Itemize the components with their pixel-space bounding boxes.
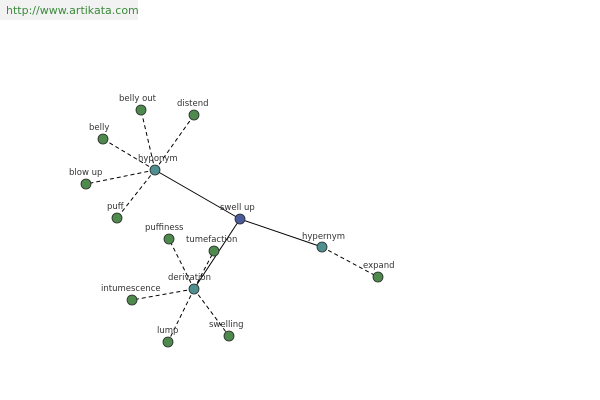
edge-derivation-lump [167,288,195,343]
node-dot-expand[interactable] [372,271,384,283]
node-label-hyponym: hyponym [138,154,178,164]
node-label-intumescence: intumescence [101,284,161,294]
node-dot-intumescence[interactable] [126,294,138,306]
node-label-tumefaction: tumefaction [186,235,237,245]
node-label-puffiness: puffiness [145,223,184,233]
node-dot-blow-up[interactable] [80,178,92,190]
node-label-swell-up: swell up [220,203,255,213]
edge-hyponym-belly [102,138,156,171]
node-label-swelling: swelling [209,320,243,330]
node-dot-derivation[interactable] [188,283,200,295]
node-derivation[interactable]: derivation [168,273,211,295]
edge-swell-up-hyponym [154,169,241,220]
edge-hyponym-belly-out [140,109,156,171]
node-dot-lump[interactable] [162,336,174,348]
node-label-expand: expand [363,261,395,271]
node-swell-up[interactable]: swell up [220,203,255,225]
node-dot-tumefaction[interactable] [208,245,220,257]
edge-hyponym-distend [154,114,195,171]
source-url[interactable]: http://www.artikata.com [6,4,139,17]
node-dot-swell-up[interactable] [234,213,246,225]
node-label-lump: lump [157,326,178,336]
node-hypernym[interactable]: hypernym [302,232,345,253]
edge-layer [85,109,379,343]
node-dot-puffiness[interactable] [163,233,175,245]
node-lump[interactable]: lump [157,326,178,348]
edge-hyponym-blow-up [85,169,156,185]
node-blow-up[interactable]: blow up [69,168,102,190]
edge-derivation-intumescence [131,288,195,301]
node-belly[interactable]: belly [89,123,109,145]
node-label-distend: distend [177,99,209,109]
node-dot-swelling[interactable] [223,330,235,342]
node-expand[interactable]: expand [363,261,395,283]
node-label-puff: puff [107,202,125,212]
node-label-derivation: derivation [168,273,211,283]
edge-hypernym-expand [321,246,379,278]
node-swelling[interactable]: swelling [209,320,243,342]
node-intumescence[interactable]: intumescence [101,284,161,306]
url-banner: http://www.artikata.com [0,0,139,20]
node-puffiness[interactable]: puffiness [145,223,184,245]
edge-hyponym-puff [116,169,156,219]
node-label-hypernym: hypernym [302,232,345,242]
edge-derivation-swelling [193,288,230,337]
node-dot-puff[interactable] [111,212,123,224]
node-belly-out[interactable]: belly out [119,94,157,116]
edge-derivation-puffiness [168,238,195,290]
node-label-belly-out: belly out [119,94,157,104]
node-dot-distend[interactable] [188,109,200,121]
node-layer: swell up hyponym hypernym derivation belly o… [69,94,395,348]
node-dot-belly-out[interactable] [135,104,147,116]
node-label-blow-up: blow up [69,168,102,178]
node-puff[interactable]: puff [107,202,125,224]
node-dot-hyponym[interactable] [149,164,161,176]
node-dot-hypernym[interactable] [316,241,328,253]
node-label-belly: belly [89,123,109,133]
node-dot-belly[interactable] [97,133,109,145]
edge-swell-up-hypernym [239,218,323,248]
node-tumefaction[interactable]: tumefaction [186,235,237,257]
edge-derivation-tumefaction [193,250,215,290]
node-hyponym[interactable]: hyponym [138,154,178,176]
node-distend[interactable]: distend [177,99,209,121]
